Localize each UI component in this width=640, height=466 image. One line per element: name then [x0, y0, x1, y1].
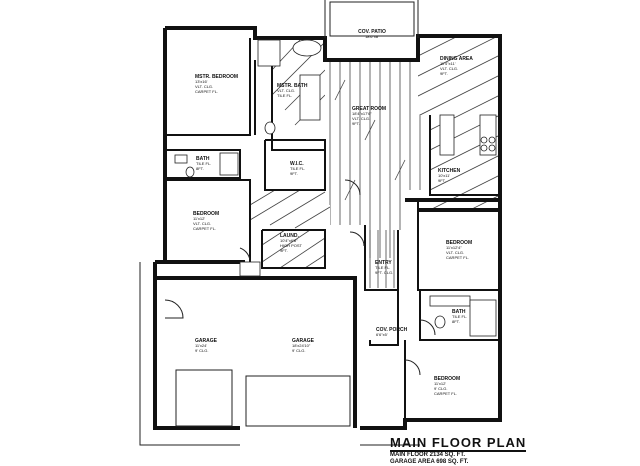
svg-text:11'x12': 11'x12' — [434, 381, 446, 386]
svg-text:9FT. CLG.: 9FT. CLG. — [375, 270, 393, 275]
doors — [164, 179, 436, 376]
svg-text:11'4"x11': 11'4"x11' — [440, 61, 456, 66]
svg-text:GARAGE: GARAGE — [292, 338, 315, 344]
svg-text:9FT.: 9FT. — [280, 248, 288, 253]
svg-text:COV. PORCH: COV. PORCH — [376, 327, 408, 333]
svg-text:9FT.: 9FT. — [440, 71, 448, 76]
svg-text:18'4"x17'6": 18'4"x17'6" — [352, 111, 372, 116]
svg-text:11'x24': 11'x24' — [195, 343, 207, 348]
garage-doors — [175, 369, 351, 427]
svg-text:18'x24'10": 18'x24'10" — [292, 343, 311, 348]
svg-text:9FT.: 9FT. — [290, 171, 298, 176]
svg-text:TILE FL.: TILE FL. — [375, 265, 390, 270]
svg-text:10'4"x6'8": 10'4"x6'8" — [280, 238, 298, 243]
svg-text:GARAGE: GARAGE — [195, 338, 218, 344]
svg-text:TILE FL.: TILE FL. — [452, 314, 467, 319]
svg-text:TILE FL.: TILE FL. — [196, 161, 211, 166]
svg-text:VLT. CLG.: VLT. CLG. — [446, 250, 464, 255]
svg-text:VLT. CLG.: VLT. CLG. — [277, 88, 295, 93]
svg-text:6'6"x5': 6'6"x5' — [376, 332, 388, 337]
covered-patio — [324, 0, 419, 38]
svg-text:TILE FL.: TILE FL. — [277, 93, 292, 98]
site-lines — [139, 262, 420, 446]
svg-text:MSTR. BEDROOM: MSTR. BEDROOM — [195, 74, 238, 80]
svg-text:BEDROOM: BEDROOM — [434, 376, 460, 382]
garage-area: GARAGE AREA 698 SQ. FT. — [390, 459, 469, 465]
svg-text:CARPET FL.: CARPET FL. — [195, 89, 218, 94]
svg-text:W.I.C.: W.I.C. — [290, 161, 304, 167]
svg-text:BEDROOM: BEDROOM — [193, 211, 219, 217]
svg-text:9' CLG.: 9' CLG. — [434, 386, 447, 391]
fixtures — [174, 39, 497, 337]
svg-text:13'x16': 13'x16' — [195, 79, 208, 84]
svg-text:11'x12': 11'x12' — [193, 216, 205, 221]
svg-text:9' CLG.: 9' CLG. — [292, 348, 305, 353]
svg-text:10'x11': 10'x11' — [438, 173, 450, 178]
svg-text:BATH: BATH — [452, 309, 466, 315]
svg-text:8FT.: 8FT. — [196, 166, 204, 171]
svg-text:BEDROOM: BEDROOM — [446, 240, 472, 246]
svg-text:8FT.: 8FT. — [452, 319, 460, 324]
svg-text:9FT.: 9FT. — [352, 121, 360, 126]
svg-text:VLT. CLG.: VLT. CLG. — [193, 221, 211, 226]
svg-text:VLT. CLG.: VLT. CLG. — [440, 66, 458, 71]
svg-text:BATH: BATH — [196, 156, 210, 162]
svg-text:CARPET FL.: CARPET FL. — [434, 391, 457, 396]
svg-text:MSTR. BATH: MSTR. BATH — [277, 83, 308, 89]
svg-text:VLT. CLG.: VLT. CLG. — [195, 84, 213, 89]
svg-text:KITCHEN: KITCHEN — [438, 168, 461, 174]
svg-text:9FT.: 9FT. — [438, 178, 446, 183]
interior-walls — [165, 38, 500, 420]
svg-text:CARPET FL.: CARPET FL. — [446, 255, 469, 260]
svg-text:11'x12'4": 11'x12'4" — [446, 245, 462, 250]
svg-text:COV. PATIO: COV. PATIO — [358, 29, 386, 35]
title-block: MAIN FLOOR PLAN MAIN FLOOR 2134 SQ. FT. … — [390, 434, 630, 466]
svg-text:18'6"x8': 18'6"x8' — [365, 34, 379, 39]
svg-text:TILE FL.: TILE FL. — [290, 166, 305, 171]
main-floor-area: MAIN FLOOR 2134 SQ. FT. — [390, 452, 466, 458]
room-walk-in: W.I.C.TILE FL.9FT. — [290, 161, 305, 176]
svg-text:DINING AREA: DINING AREA — [440, 56, 473, 62]
svg-text:CARPET FL.: CARPET FL. — [193, 226, 216, 231]
svg-text:VLT. CLG.: VLT. CLG. — [352, 116, 370, 121]
svg-text:HIGH POST: HIGH POST — [280, 243, 303, 248]
svg-text:9' CLG.: 9' CLG. — [195, 348, 208, 353]
svg-text:GREAT ROOM: GREAT ROOM — [352, 106, 386, 112]
svg-text:ENTRY: ENTRY — [375, 260, 392, 266]
svg-text:LAUND.: LAUND. — [280, 233, 299, 239]
plan-title: MAIN FLOOR PLAN — [390, 435, 527, 452]
